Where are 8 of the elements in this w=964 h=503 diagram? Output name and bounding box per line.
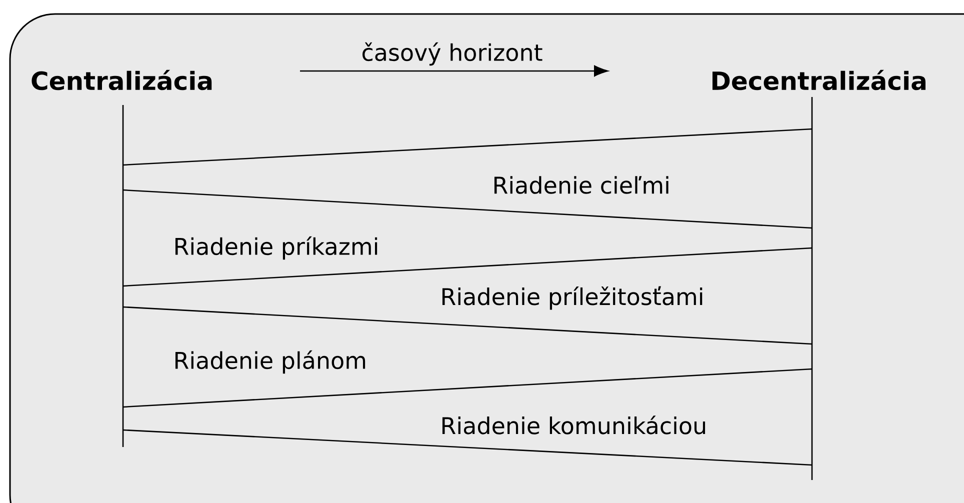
direction-label: časový horizont bbox=[362, 42, 542, 66]
band-label: Riadenie príkazmi bbox=[175, 236, 378, 260]
heading: Centralizácia bbox=[32, 70, 212, 90]
band-label: Riadenie príležitosťami bbox=[442, 286, 702, 310]
band-label: Riadenie plánom bbox=[175, 350, 366, 374]
heading: Decentralizácia bbox=[712, 70, 926, 90]
band-label: Riadenie cieľmi bbox=[494, 176, 668, 194]
band-label: Riadenie komunikáciou bbox=[442, 416, 706, 434]
